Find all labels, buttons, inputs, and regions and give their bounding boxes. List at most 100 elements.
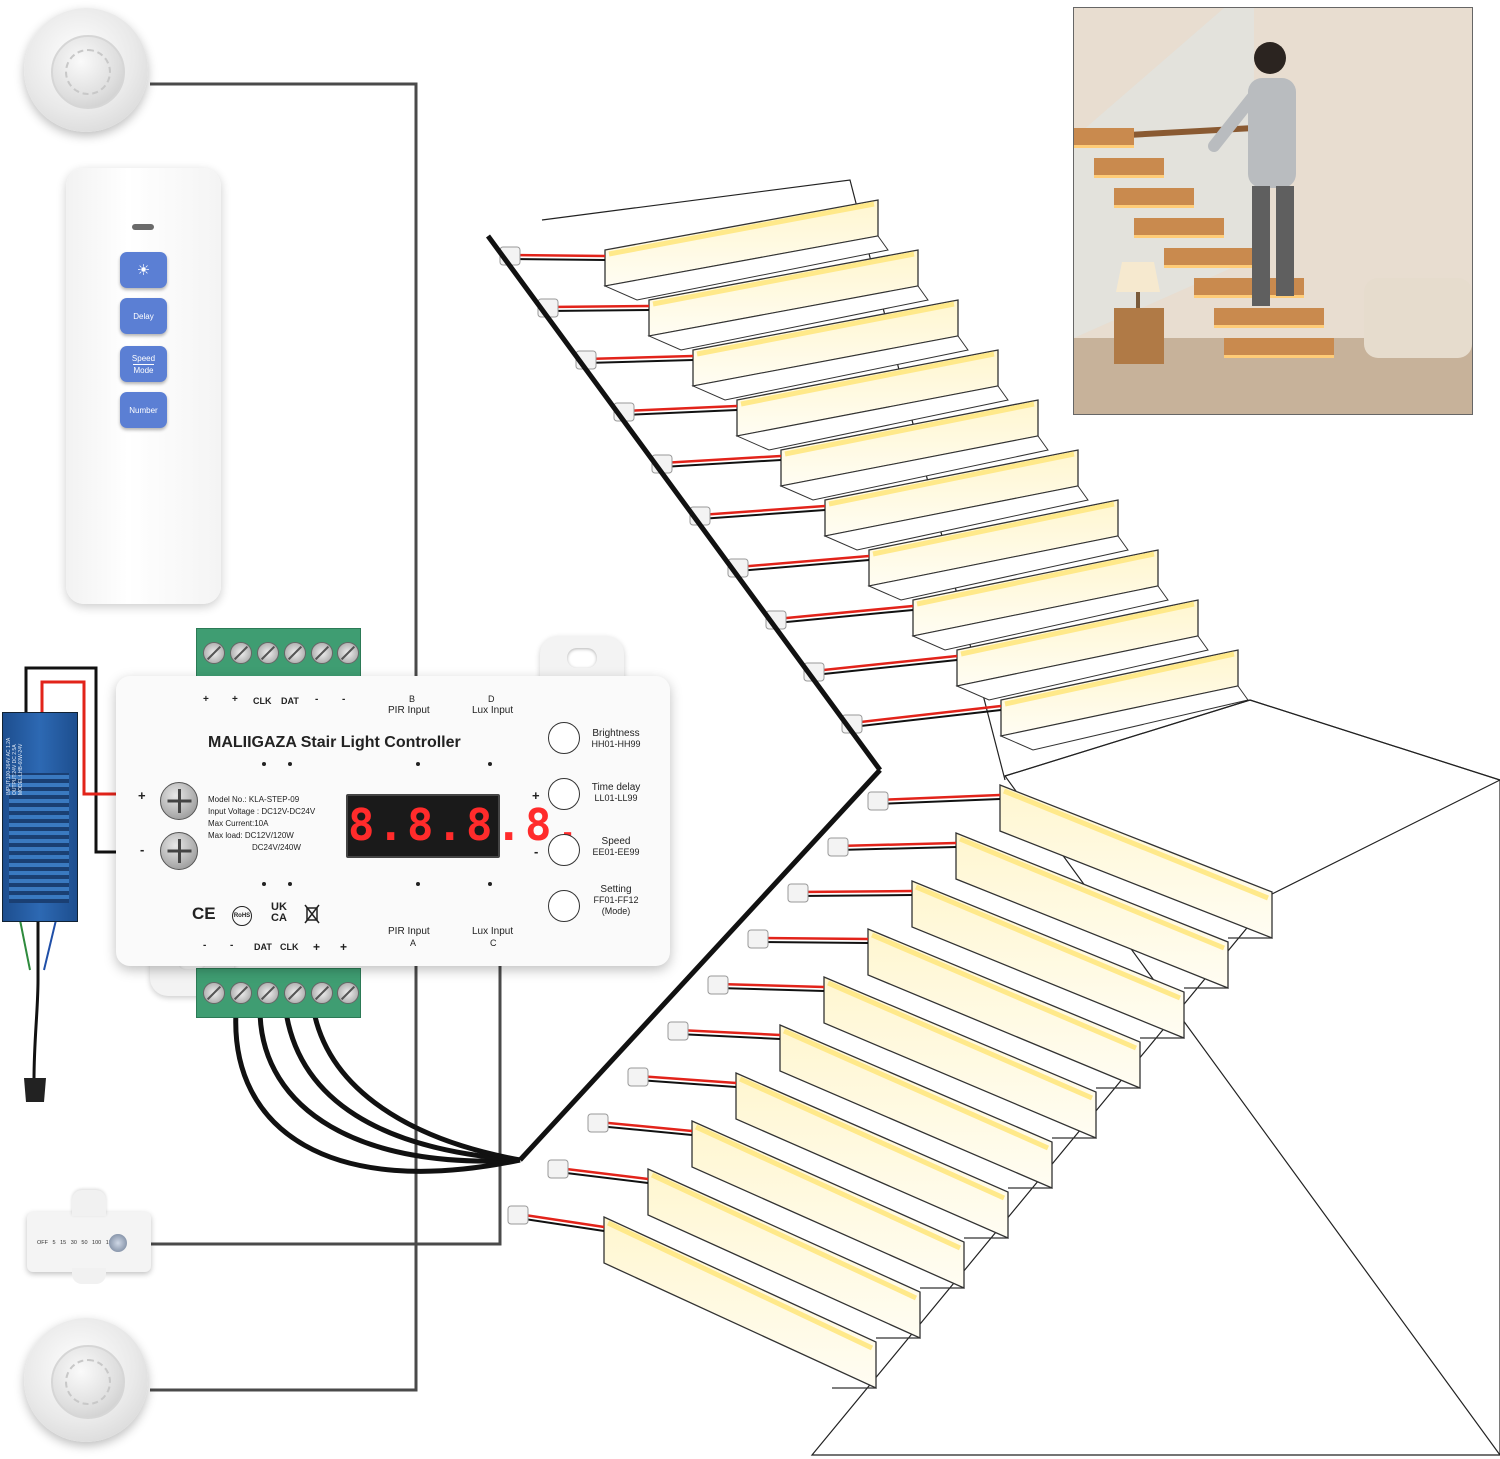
red-wire bbox=[623, 404, 738, 413]
pir-sensor-top bbox=[24, 8, 148, 132]
black-wire bbox=[837, 846, 957, 851]
red-wire bbox=[813, 654, 958, 673]
stair-connector bbox=[787, 883, 809, 903]
black-wire bbox=[623, 409, 738, 416]
ukca-mark: UK CA bbox=[271, 901, 287, 924]
led-strip bbox=[827, 980, 1093, 1101]
black-wire bbox=[637, 1079, 737, 1088]
pir-b-wire bbox=[150, 82, 418, 720]
led-strip bbox=[650, 1172, 918, 1301]
led-strip bbox=[784, 401, 1035, 457]
power-screw-minus bbox=[160, 832, 198, 870]
terminal-label: CLK bbox=[253, 696, 272, 706]
black-wire bbox=[597, 1125, 693, 1136]
stair-connector bbox=[827, 837, 849, 857]
led-strip bbox=[1003, 788, 1269, 901]
red-wire bbox=[547, 304, 650, 309]
pir-lens bbox=[51, 35, 125, 109]
lux-c-letter: C bbox=[490, 938, 497, 948]
terminal-block-bottom bbox=[196, 968, 361, 1018]
lux-c-wire bbox=[151, 966, 502, 1246]
lux-knob[interactable] bbox=[109, 1234, 127, 1252]
stair-connector bbox=[507, 1205, 529, 1225]
stair-tread bbox=[823, 485, 1089, 551]
lux-sensor: OFF 5 15 30 50 100 150 bbox=[27, 1190, 151, 1284]
black-wire bbox=[813, 659, 958, 676]
number-button[interactable]: Number bbox=[120, 392, 167, 428]
stair-connector bbox=[547, 1159, 569, 1179]
pir-b-label: PIR Input bbox=[388, 705, 430, 716]
psu-label: INPUT:100-264V AC 1.2A OUTPUT:24V DC 2.5… bbox=[6, 738, 24, 795]
brightness-button[interactable] bbox=[548, 722, 580, 754]
staircase bbox=[485, 179, 1500, 1456]
led-strip bbox=[608, 201, 875, 257]
stair-connector bbox=[707, 975, 729, 995]
stair-tread bbox=[955, 635, 1209, 701]
terminal-label: DAT bbox=[254, 942, 272, 952]
brightness-label: Brightness bbox=[592, 728, 640, 739]
pir-b-letter: B bbox=[409, 694, 416, 704]
led-strip bbox=[652, 251, 915, 307]
stair-tread bbox=[867, 535, 1129, 601]
stair-tread bbox=[779, 435, 1049, 501]
terminal-label: + bbox=[232, 694, 238, 705]
led-strip bbox=[916, 551, 1155, 607]
stair-connector bbox=[747, 929, 769, 949]
terminal-label: + bbox=[313, 940, 321, 954]
landing-edge bbox=[1004, 699, 1251, 777]
black-wire bbox=[585, 359, 694, 364]
black-wire bbox=[517, 1217, 605, 1232]
red-wire bbox=[737, 554, 870, 569]
terminal-label: DAT bbox=[281, 696, 299, 706]
black-wire bbox=[775, 609, 914, 624]
speed-minus: - bbox=[534, 844, 539, 859]
power-minus-label: - bbox=[140, 842, 145, 857]
chain-cable-lower bbox=[518, 768, 882, 1162]
speed-button[interactable] bbox=[548, 834, 580, 866]
pir-a-wire bbox=[150, 966, 418, 1392]
terminal-label: + bbox=[203, 694, 209, 705]
terminal-label: - bbox=[203, 940, 207, 951]
seven-segment-display: 8.8.8.8. bbox=[346, 794, 581, 858]
black-wire bbox=[717, 987, 825, 992]
terminal-label: - bbox=[230, 940, 234, 951]
black-wire bbox=[877, 798, 1001, 805]
stair-tread bbox=[735, 385, 1009, 451]
led-strip bbox=[872, 501, 1115, 557]
lux-c-label: Lux Input bbox=[472, 926, 514, 937]
led-strip bbox=[740, 351, 995, 407]
time-delay-range: LL01-LL99 bbox=[594, 793, 638, 803]
stair-tread bbox=[647, 285, 929, 351]
led-strip bbox=[915, 884, 1181, 1001]
led-strip bbox=[694, 1124, 962, 1251]
black-wire bbox=[547, 309, 650, 312]
black-wire bbox=[557, 1171, 649, 1184]
stair-connector bbox=[627, 1067, 649, 1087]
setting-range: FF01-FF12 bbox=[593, 895, 639, 905]
brightness-icon[interactable]: ☀ bbox=[120, 252, 167, 288]
red-wire bbox=[717, 982, 825, 989]
terminal-block-top bbox=[196, 628, 361, 678]
weee-bin-icon bbox=[304, 904, 320, 924]
led-strip bbox=[959, 836, 1225, 951]
rohs-mark: RoHS bbox=[232, 906, 252, 926]
setting-label: Setting bbox=[600, 884, 632, 895]
led-strip bbox=[696, 301, 955, 357]
lux-d-label: Lux Input bbox=[472, 705, 514, 716]
led-strip bbox=[1004, 651, 1235, 707]
red-wire bbox=[637, 1074, 737, 1085]
setting-button[interactable] bbox=[548, 890, 580, 922]
data-cable bbox=[233, 1011, 521, 1174]
stair-connector bbox=[587, 1113, 609, 1133]
black-wire bbox=[699, 509, 826, 520]
led-strip bbox=[606, 1220, 874, 1351]
stair-connector bbox=[867, 791, 889, 811]
red-wire bbox=[775, 604, 914, 621]
led-strip bbox=[960, 601, 1195, 657]
pir-sensor-bottom bbox=[24, 1318, 148, 1442]
red-wire bbox=[699, 504, 826, 517]
led-strip bbox=[828, 451, 1075, 507]
delay-button[interactable]: Delay bbox=[120, 298, 167, 334]
time-delay-button[interactable] bbox=[548, 778, 580, 810]
